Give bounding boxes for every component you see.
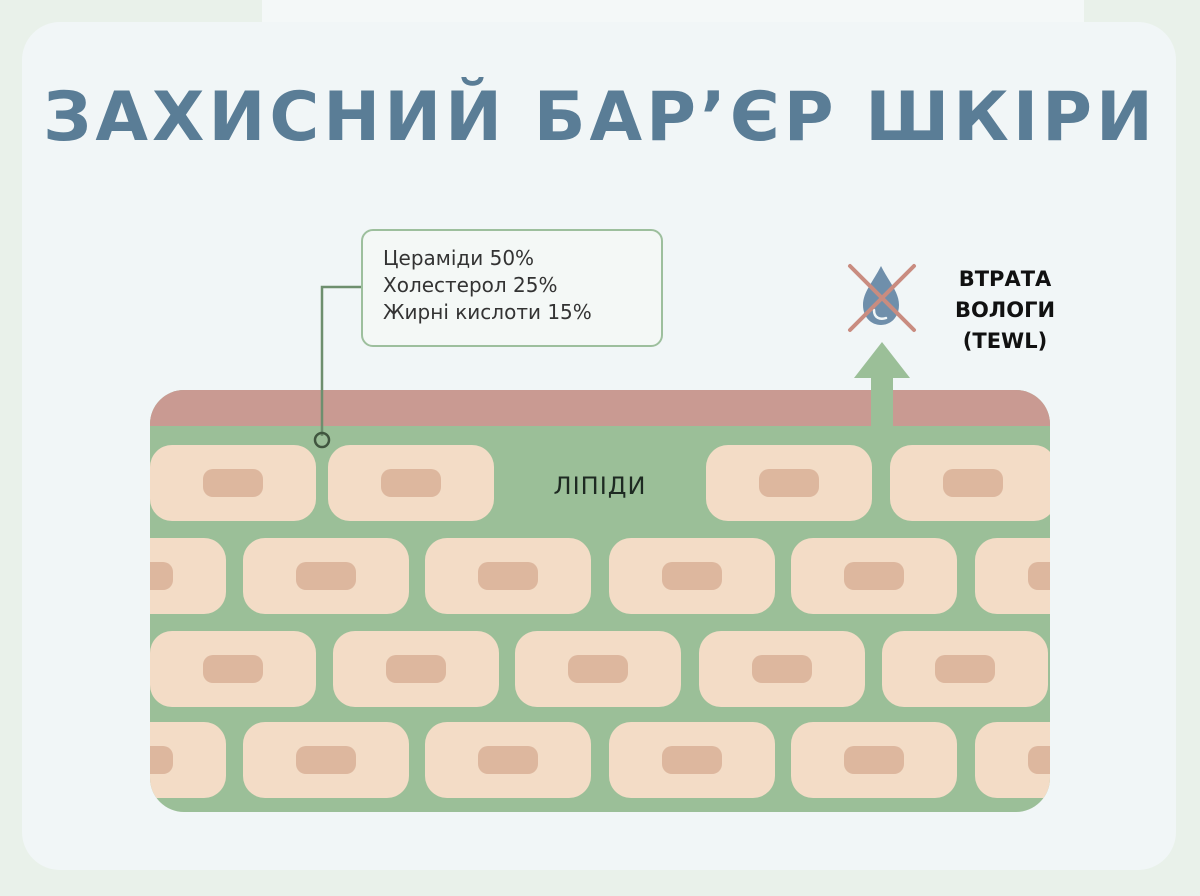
cell-nucleus [759,469,819,497]
cell-nucleus [752,655,812,683]
surface-layer [150,390,1050,426]
skin-cell [150,538,226,614]
crossed-water-drop-icon [848,264,916,332]
cell-nucleus [150,746,173,774]
moisture-loss-line-2: ВОЛОГИ [954,298,1056,322]
arrow-shaft [871,390,893,426]
cell-nucleus [478,562,538,590]
moisture-loss-label: ВТРАТА ВОЛОГИ (TEWL) [930,264,1080,357]
cells-group [150,445,1050,798]
cell-nucleus [203,655,263,683]
cell-nucleus [935,655,995,683]
cell-nucleus [844,746,904,774]
cell-nucleus [662,562,722,590]
skin-cell [150,722,226,798]
cell-nucleus [150,562,173,590]
legend-fatty-acids: Жирні кислоти 15% [383,300,592,324]
cell-nucleus [296,746,356,774]
moisture-loss-line-1: ВТРАТА [958,267,1052,291]
cell-nucleus [386,655,446,683]
skin-cell [975,722,1050,798]
cell-nucleus [1028,562,1050,590]
lipids-label: ЛІПІДИ [553,472,647,500]
up-arrow-icon [854,342,910,378]
skin-cell [975,538,1050,614]
cell-nucleus [662,746,722,774]
cell-nucleus [1028,746,1050,774]
lipid-composition-legend: Цераміди 50% Холестерол 25% Жирні кислот… [361,229,663,347]
cell-nucleus [296,562,356,590]
cell-nucleus [943,469,1003,497]
cell-nucleus [478,746,538,774]
legend-ceramides: Цераміди 50% [383,246,535,270]
legend-cholesterol: Холестерол 25% [383,273,558,297]
cell-nucleus [568,655,628,683]
cell-nucleus [203,469,263,497]
cell-nucleus [844,562,904,590]
top-tab [262,0,1084,24]
connector-dot [313,431,331,449]
page-title: ЗАХИСНИЙ БАР’ЄР ШКІРИ [43,78,1157,157]
cell-nucleus [381,469,441,497]
legend-connector [320,285,361,436]
moisture-loss-line-3: (TEWL) [962,329,1048,353]
